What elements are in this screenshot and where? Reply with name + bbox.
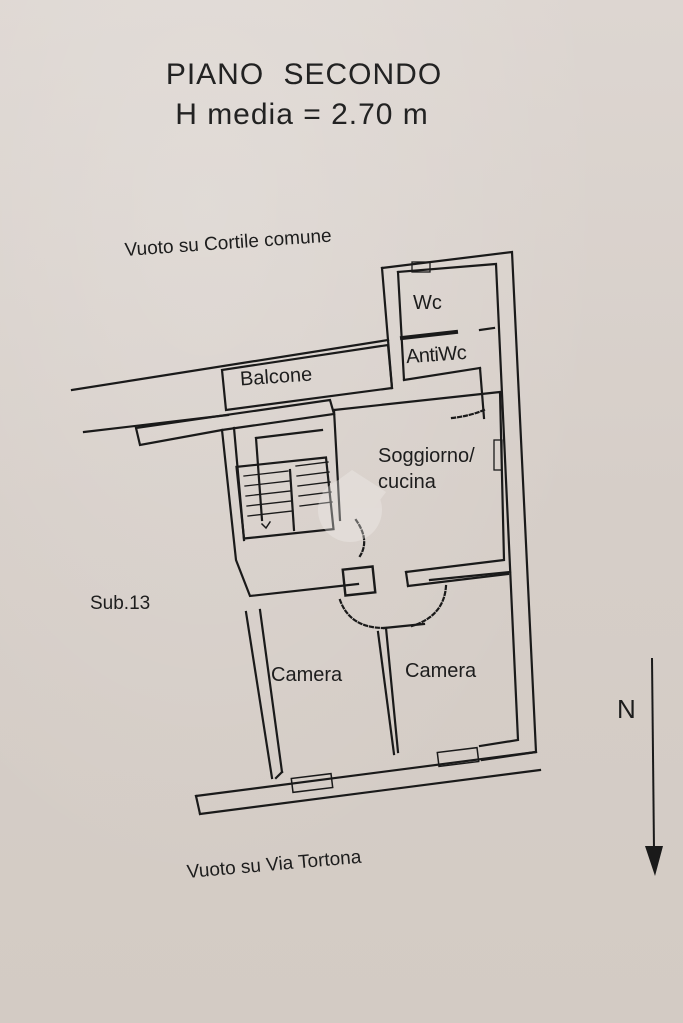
inner-right-wall bbox=[396, 262, 520, 748]
living-bottom-wall bbox=[406, 572, 510, 588]
living-left-wall bbox=[332, 408, 342, 522]
facade-end bbox=[194, 794, 202, 816]
central-column bbox=[341, 565, 377, 597]
antiwc-door-arc bbox=[450, 408, 486, 420]
room-cucina-label: cucina bbox=[378, 471, 436, 493]
window-wc bbox=[411, 261, 431, 273]
north-arrow bbox=[645, 657, 663, 876]
stair-door-arc bbox=[354, 518, 366, 558]
facade-outer bbox=[198, 768, 542, 816]
sub-label: Sub.13 bbox=[90, 593, 151, 614]
window-living bbox=[493, 439, 503, 471]
wc-left-inner-wall bbox=[396, 270, 406, 382]
stair-rail-mid bbox=[288, 468, 296, 532]
camera-left-outer-wall bbox=[244, 610, 274, 780]
room-camera-left-label: Camera bbox=[271, 664, 343, 686]
stair-arrow bbox=[260, 520, 272, 530]
living-room-walls bbox=[332, 390, 506, 574]
camera-left-inner-wall bbox=[258, 608, 284, 774]
stairs-box bbox=[235, 456, 335, 540]
camera-right-top-wall bbox=[428, 570, 512, 582]
outer-right-wall bbox=[380, 250, 538, 762]
wc-right-stub bbox=[478, 326, 496, 332]
stair-treads bbox=[243, 461, 333, 517]
room-camera-right-label: Camera bbox=[405, 660, 477, 682]
window-left bbox=[290, 772, 334, 794]
wc-left-outer-wall bbox=[380, 266, 394, 390]
wc-partition bbox=[399, 329, 459, 341]
floor-title: PIANO SECONDO bbox=[165, 58, 443, 91]
room-antiwc-label: AntiWc bbox=[405, 341, 468, 369]
stairwell-outer bbox=[220, 428, 360, 598]
camera-divider-wall-2 bbox=[384, 626, 400, 754]
room-soggiorno-label: Soggiorno/ bbox=[378, 445, 475, 467]
camera-left-door-arc bbox=[338, 598, 386, 630]
stair-landing-line bbox=[254, 428, 324, 440]
camera-divider-wall bbox=[376, 630, 396, 756]
window-right bbox=[436, 746, 480, 768]
camera-right-door-arc bbox=[410, 584, 448, 628]
average-height: H media = 2.70 m bbox=[175, 98, 429, 131]
facade-inner bbox=[194, 750, 538, 798]
balcony-outer-line bbox=[70, 338, 390, 392]
landing-outline bbox=[134, 398, 336, 447]
room-wc-label: Wc bbox=[413, 292, 442, 314]
corridor-bottom bbox=[382, 622, 426, 630]
watermark-logo bbox=[318, 470, 386, 542]
north-label: N bbox=[617, 694, 636, 724]
living-door-jamb bbox=[404, 570, 410, 588]
stair-rail-left bbox=[254, 436, 264, 522]
antiwc-bottom bbox=[402, 366, 482, 382]
